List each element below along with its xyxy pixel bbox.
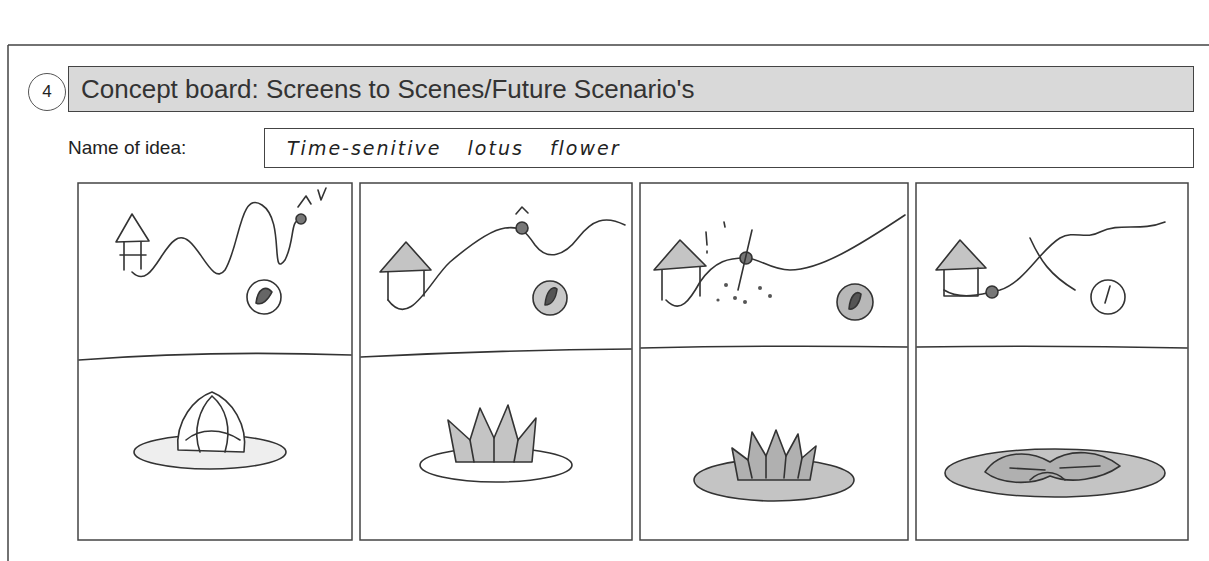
timer-clock xyxy=(1091,280,1125,314)
traveler-dot xyxy=(296,214,306,224)
handwritten-name: Time-senitive lotus flower xyxy=(264,128,1194,168)
story-panel xyxy=(78,183,352,540)
lotus-petals xyxy=(748,456,802,478)
timer-fill xyxy=(545,288,557,305)
house-sketch xyxy=(936,240,986,296)
house-sketch xyxy=(116,214,149,270)
motion-mark xyxy=(516,207,528,214)
route-cross xyxy=(1030,238,1075,290)
panel-divider xyxy=(79,353,351,360)
timer-fill xyxy=(1105,286,1110,303)
lotus-petals xyxy=(470,438,518,462)
panel-divider xyxy=(641,346,907,348)
lotus-bud xyxy=(178,392,245,452)
traveler-dot xyxy=(986,286,998,298)
idea-name-field: Name of idea:Time-senitive lotus flower xyxy=(68,127,1194,169)
alert-mark xyxy=(706,222,725,253)
lotus-open xyxy=(448,405,536,462)
timer-clock xyxy=(247,280,281,314)
story-panel xyxy=(360,183,632,540)
timer-fill xyxy=(256,288,272,303)
route-path xyxy=(388,220,625,309)
house-sketch xyxy=(380,242,431,300)
lotus-wilting xyxy=(732,430,816,480)
route-path xyxy=(944,222,1165,296)
field-label: Name of idea: xyxy=(68,137,264,159)
debris-dots xyxy=(716,283,772,304)
route-path xyxy=(132,202,300,276)
callout-number: 4 xyxy=(42,82,51,102)
lotus-fallen xyxy=(985,453,1120,483)
panel-divider xyxy=(917,346,1187,348)
motion-mark xyxy=(298,188,326,207)
timer-clock xyxy=(837,284,873,320)
obstacle-mark xyxy=(738,230,752,290)
story-panel xyxy=(640,183,908,540)
house-sketch xyxy=(654,240,706,300)
lily-pad xyxy=(945,449,1165,497)
panel-divider xyxy=(361,349,631,357)
title-text: Concept board: Screens to Scenes/Future … xyxy=(81,74,694,105)
traveler-dot xyxy=(516,222,528,234)
title-bar: Concept board: Screens to Scenes/Future … xyxy=(68,66,1194,112)
callout-circle: 4 xyxy=(28,73,66,111)
lotus-petals xyxy=(1010,466,1100,480)
timer-fill xyxy=(849,293,861,309)
timer-clock xyxy=(533,281,567,315)
board-frame xyxy=(8,45,1209,561)
lotus-petals xyxy=(186,396,240,452)
story-panel xyxy=(916,183,1188,540)
